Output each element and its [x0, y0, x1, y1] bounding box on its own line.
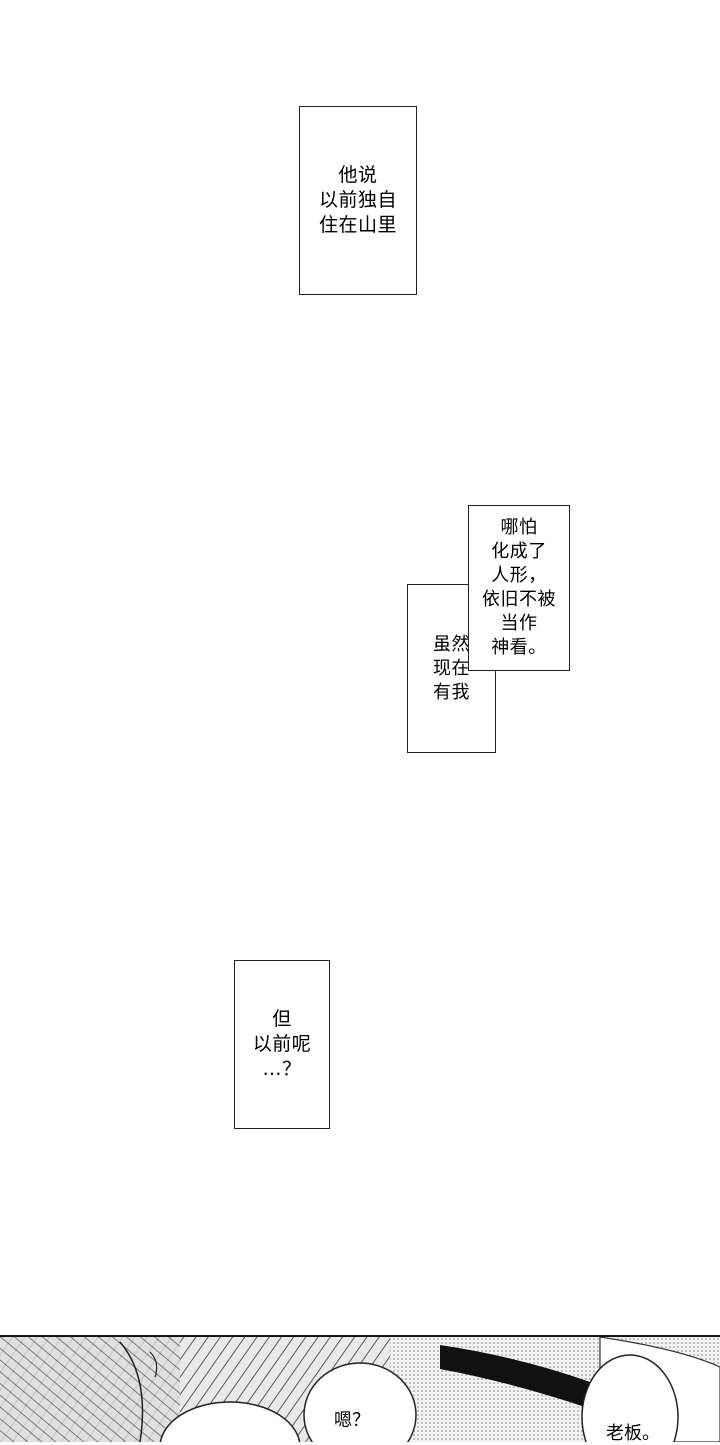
- caption-line: 神看。: [491, 637, 547, 658]
- caption-line: …？: [262, 1058, 302, 1080]
- caption-line: 他说: [338, 164, 378, 186]
- caption-line: 人形，: [491, 565, 547, 586]
- comic-panel-bottom: [0, 1335, 720, 1442]
- caption-line: 以前呢: [252, 1033, 312, 1055]
- caption-line: 哪怕: [500, 517, 538, 538]
- caption-line: 现在: [433, 657, 470, 679]
- speech-bubble-right-text: 老板。: [606, 1423, 660, 1444]
- narration-box-human-form: 哪怕 化成了 人形， 依旧不被 当作 神看。: [468, 505, 570, 671]
- narration-box-mountain: 他说 以前独自 住在山里: [299, 106, 417, 295]
- panel-artwork: [0, 1337, 720, 1442]
- caption-line: 以前独自: [318, 189, 397, 211]
- caption-line: 依旧不被: [482, 589, 556, 610]
- caption-line: 有我: [433, 681, 470, 703]
- caption-line: 当作: [500, 613, 538, 634]
- caption-line: 但: [272, 1008, 292, 1030]
- speech-bubble-left-text: 嗯？: [334, 1410, 370, 1431]
- caption-line: 住在山里: [318, 214, 397, 236]
- caption-line: 虽然: [433, 633, 470, 655]
- narration-box-before: 但 以前呢 …？: [234, 960, 330, 1129]
- caption-line: 化成了: [491, 541, 547, 562]
